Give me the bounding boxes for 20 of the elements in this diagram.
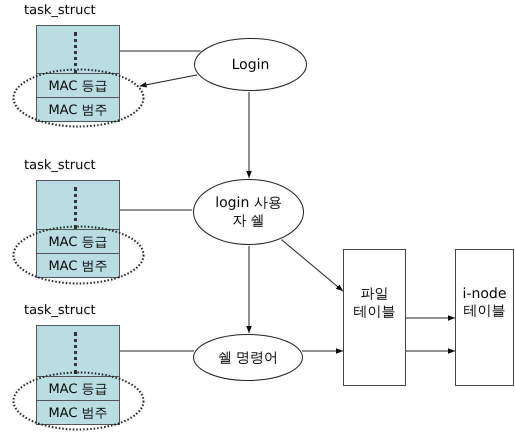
arrow <box>302 348 344 354</box>
arrow <box>406 348 456 354</box>
dotted-ellipse <box>12 225 145 285</box>
arrow <box>246 92 252 178</box>
arrow <box>281 239 344 292</box>
process-ellipse: Login <box>193 37 308 92</box>
connector-line <box>120 50 201 52</box>
struct-label: task_struct <box>24 303 96 318</box>
process-ellipse: 쉘 명령어 <box>192 333 304 382</box>
arrow <box>406 315 456 321</box>
struct-label: task_struct <box>24 3 96 18</box>
table-box: 파일 테이블 <box>343 249 406 386</box>
arrow <box>139 74 198 88</box>
connector-line <box>120 350 194 352</box>
dotted-ellipse <box>12 68 145 128</box>
arrow <box>246 246 252 334</box>
struct-label: task_struct <box>24 158 96 173</box>
dotted-ellipse <box>12 371 145 431</box>
process-ellipse: login 사용자 쉘 <box>192 178 305 246</box>
table-box: i-node 테이블 <box>455 249 514 386</box>
